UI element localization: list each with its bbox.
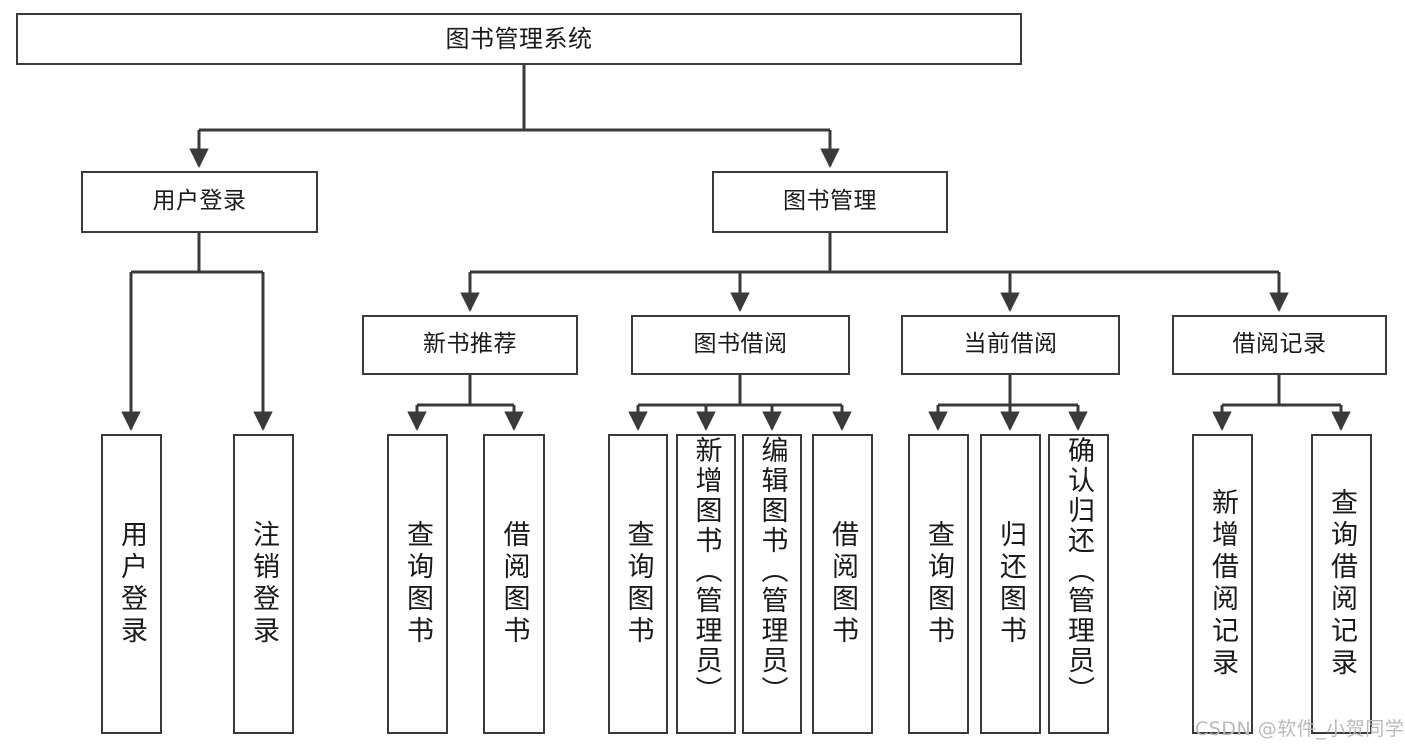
node-leaf-2[interactable]: 注销登录 bbox=[233, 434, 294, 734]
node-level2-2[interactable]: 图书管理 bbox=[712, 171, 948, 233]
node-level2-2-label: 图书管理 bbox=[783, 188, 877, 215]
node-leaf-10-label: 归还图书 bbox=[995, 520, 1026, 648]
node-level2-1[interactable]: 用户登录 bbox=[81, 171, 318, 233]
node-level3-4[interactable]: 借阅记录 bbox=[1172, 315, 1387, 375]
node-leaf-3-label: 查询图书 bbox=[402, 520, 433, 648]
node-leaf-1[interactable]: 用户登录 bbox=[101, 434, 162, 734]
node-leaf-12[interactable]: 新增借阅记录 bbox=[1192, 434, 1253, 734]
node-leaf-6[interactable]: 新增图书（管理员） bbox=[676, 434, 736, 734]
node-leaf-8[interactable]: 借阅图书 bbox=[812, 434, 873, 734]
node-leaf-11[interactable]: 确认归还（管理员） bbox=[1048, 434, 1109, 734]
node-leaf-4[interactable]: 借阅图书 bbox=[483, 434, 545, 734]
node-level3-3-label: 当前借阅 bbox=[963, 331, 1058, 358]
node-leaf-10[interactable]: 归还图书 bbox=[980, 434, 1041, 734]
node-leaf-9-label: 查询图书 bbox=[923, 520, 954, 648]
node-level3-4-label: 借阅记录 bbox=[1232, 331, 1327, 358]
node-level2-1-label: 用户登录 bbox=[152, 188, 247, 215]
node-leaf-12-label: 新增借阅记录 bbox=[1207, 488, 1238, 680]
node-leaf-13-label: 查询借阅记录 bbox=[1326, 488, 1357, 680]
node-leaf-7[interactable]: 编辑图书（管理员） bbox=[742, 434, 802, 734]
node-leaf-13[interactable]: 查询借阅记录 bbox=[1311, 434, 1372, 734]
node-root-label: 图书管理系统 bbox=[445, 24, 593, 53]
node-leaf-5[interactable]: 查询图书 bbox=[608, 434, 668, 734]
node-leaf-9[interactable]: 查询图书 bbox=[908, 434, 969, 734]
node-level3-2-label: 图书借阅 bbox=[693, 331, 788, 358]
node-leaf-4-label: 借阅图书 bbox=[498, 520, 530, 648]
node-level3-2[interactable]: 图书借阅 bbox=[631, 315, 850, 375]
node-leaf-2-label: 注销登录 bbox=[248, 520, 279, 648]
node-leaf-8-label: 借阅图书 bbox=[827, 520, 858, 648]
node-leaf-7-label: 编辑图书（管理员） bbox=[756, 436, 788, 706]
node-level3-1-label: 新书推荐 bbox=[423, 331, 517, 358]
node-level3-1[interactable]: 新书推荐 bbox=[362, 315, 578, 375]
node-level3-3[interactable]: 当前借阅 bbox=[901, 315, 1120, 375]
node-leaf-3[interactable]: 查询图书 bbox=[387, 434, 448, 734]
node-leaf-6-label: 新增图书（管理员） bbox=[690, 436, 722, 706]
node-leaf-5-label: 查询图书 bbox=[622, 520, 654, 648]
watermark: CSDN @软件_小贺同学 bbox=[1195, 718, 1405, 740]
node-leaf-1-label: 用户登录 bbox=[116, 520, 147, 648]
node-leaf-11-label: 确认归还（管理员） bbox=[1063, 436, 1094, 706]
node-root[interactable]: 图书管理系统 bbox=[16, 13, 1022, 65]
